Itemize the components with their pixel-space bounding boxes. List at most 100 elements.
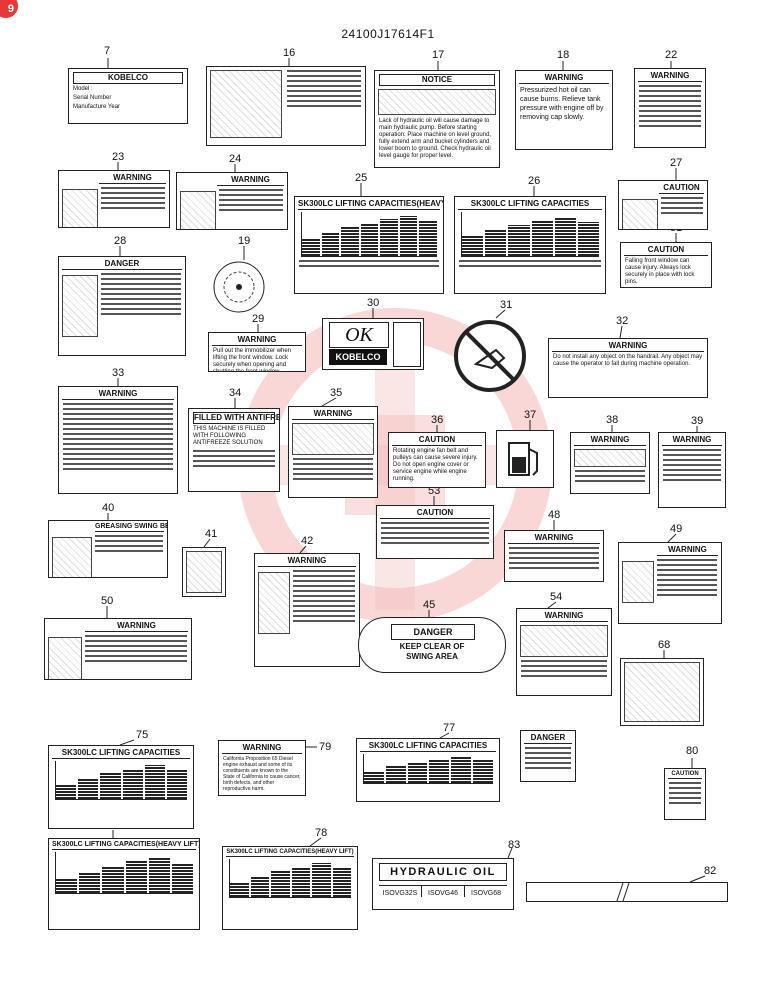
callout-29: 29 <box>252 313 265 325</box>
callout-36: 36 <box>431 414 444 426</box>
danger-text: KEEP CLEAR OF SWING AREA <box>399 642 465 661</box>
callout-39: 39 <box>691 415 704 427</box>
decal-81-danger: DANGER <box>520 730 576 782</box>
decal-30-kobelco-ok: OK KOBELCO <box>322 318 424 370</box>
callout-35: 35 <box>330 387 343 399</box>
decal-25-lifting-capacities: SK300LC LIFTING CAPACITIES(HEAVY LIFT) <box>294 196 444 294</box>
warning-text-lines <box>639 85 701 127</box>
capacities-chart <box>55 852 194 895</box>
warning-pictogram <box>48 637 82 679</box>
capacities-notes <box>459 260 601 268</box>
decal-37-fuel-symbol <box>496 430 554 488</box>
callout-30: 30 <box>367 297 380 309</box>
fuel-pump-icon <box>508 442 538 476</box>
decal-68-image <box>624 662 700 722</box>
greasing-header: GREASING SWING BEARING <box>95 523 167 532</box>
warning-text-lines <box>293 458 373 480</box>
decal-41-pictogram <box>182 547 226 597</box>
callout-17: 17 <box>432 49 445 61</box>
callout-37: 37 <box>524 409 537 421</box>
warning-header: WARNING <box>212 335 302 346</box>
warning-pictogram <box>622 561 654 603</box>
capacities-chart <box>229 859 351 898</box>
decal-79-warning: WARNING California Proposition 65 Diesel… <box>218 740 306 796</box>
antifreeze-text: THIS MACHINE IS FILLED WITH FOLLOWING AN… <box>193 426 266 446</box>
nameplate-brand: KOBELCO <box>73 72 183 84</box>
capacities-title: SK300LC LIFTING CAPACITIES <box>52 748 190 759</box>
warning-pictogram <box>258 572 290 634</box>
callout-22: 22 <box>665 49 678 61</box>
decal-16-table <box>287 70 361 107</box>
warning-header: WARNING <box>62 389 174 400</box>
hydraulic-oil-title: HYDRAULIC OIL <box>379 863 507 881</box>
decal-42-warning: WARNING <box>254 553 360 667</box>
callout-18: 18 <box>557 49 570 61</box>
notice-text: Lack of hydraulic oil will cause damage … <box>379 118 492 159</box>
callout-23: 23 <box>112 151 125 163</box>
caution-text: Falling front window can cause injury. A… <box>625 258 695 285</box>
decal-17-notice: NOTICE Lack of hydraulic oil will cause … <box>374 70 500 168</box>
decal-49-warning: WARNING <box>618 542 722 624</box>
callout-80: 80 <box>686 745 699 757</box>
warning-pictogram <box>180 191 216 229</box>
decal-18-warning: WARNING Pressurized hot oil can cause bu… <box>515 70 613 150</box>
danger-header: DANGER <box>524 733 572 744</box>
warning-text-lines <box>101 187 165 209</box>
caution-text: Rotating engine fan belt and pulleys can… <box>393 448 478 482</box>
notice-pictogram <box>378 89 496 115</box>
decal-78-lifting-capacities: SK300LC LIFTING CAPACITIES(HEAVY LIFT) <box>222 846 358 930</box>
decal-77-lifting-capacities: SK300LC LIFTING CAPACITIES <box>356 738 500 802</box>
warning-text-lines <box>657 559 717 596</box>
decal-50-warning: WARNING <box>44 618 192 680</box>
caution-header: CAUTION <box>668 771 702 779</box>
nameplate-serial-label: Serial Number <box>73 95 112 101</box>
caution-text-lines <box>661 197 703 214</box>
decal-34-antifreeze: FILLED WITH ANTIFREEZE THIS MACHINE IS F… <box>188 408 280 492</box>
capacities-chart <box>55 761 188 800</box>
caution-header: CAUTION <box>624 245 708 256</box>
notice-header: NOTICE <box>379 74 495 86</box>
callout-83: 83 <box>508 839 521 851</box>
drawing-number: 24100J17614F1 <box>341 27 435 41</box>
decal-32-warning: WARNING Do not install any object on the… <box>548 338 708 398</box>
callout-41: 41 <box>205 528 218 540</box>
warning-header: WARNING <box>292 409 374 420</box>
decal-23-warning: WARNING <box>58 170 170 228</box>
warning-pictogram <box>62 189 98 227</box>
danger-pictogram <box>62 275 98 337</box>
decal-33-warning: WARNING <box>58 386 178 494</box>
callout-31: 31 <box>500 299 513 311</box>
decal-40-greasing-swing: GREASING SWING BEARING <box>48 520 168 578</box>
warning-text: California Proposition 65 Diesel engine … <box>223 756 301 792</box>
warning-text-lines <box>575 470 645 482</box>
warning-header: WARNING <box>217 175 284 186</box>
warning-header: WARNING <box>552 341 704 352</box>
callout-50: 50 <box>101 595 114 607</box>
page-corner-badge: 9 <box>0 0 18 18</box>
warning-header: WARNING <box>657 545 718 556</box>
callout-38: 38 <box>606 414 619 426</box>
nameplate-year-label: Manufacture Year <box>73 104 121 110</box>
decal-54-warning: WARNING <box>516 608 612 696</box>
antifreeze-header: FILLED WITH ANTIFREEZE <box>193 412 279 424</box>
capacities-chart <box>363 754 493 784</box>
callout-45: 45 <box>423 599 436 611</box>
callout-42: 42 <box>301 535 314 547</box>
callout-53: 53 <box>428 485 441 497</box>
callout-33: 33 <box>112 367 125 379</box>
decal-45-danger-swing: DANGER KEEP CLEAR OF SWING AREA <box>358 617 506 673</box>
decal-35-warning: WARNING <box>288 406 378 498</box>
danger-header: DANGER <box>391 624 475 640</box>
decal-83-hydraulic-oil: HYDRAULIC OIL ISOVG32S ISOVG46 ISOVG68 <box>372 858 514 910</box>
callout-79: 79 <box>319 741 332 753</box>
callout-24: 24 <box>229 153 242 165</box>
danger-text-lines <box>101 273 181 315</box>
capacities-title: SK300LC LIFTING CAPACITIES <box>360 741 496 752</box>
decal-31-prohibition-icon <box>454 320 526 392</box>
warning-text: Pull out the immobilizer when lifting th… <box>213 348 292 372</box>
decal-16-operation-diagram <box>206 66 366 146</box>
decal-26-lifting-capacities: SK300LC LIFTING CAPACITIES <box>454 196 606 294</box>
decal-29-warning: WARNING Pull out the immobilizer when li… <box>208 332 306 372</box>
callout-19: 19 <box>238 235 251 247</box>
